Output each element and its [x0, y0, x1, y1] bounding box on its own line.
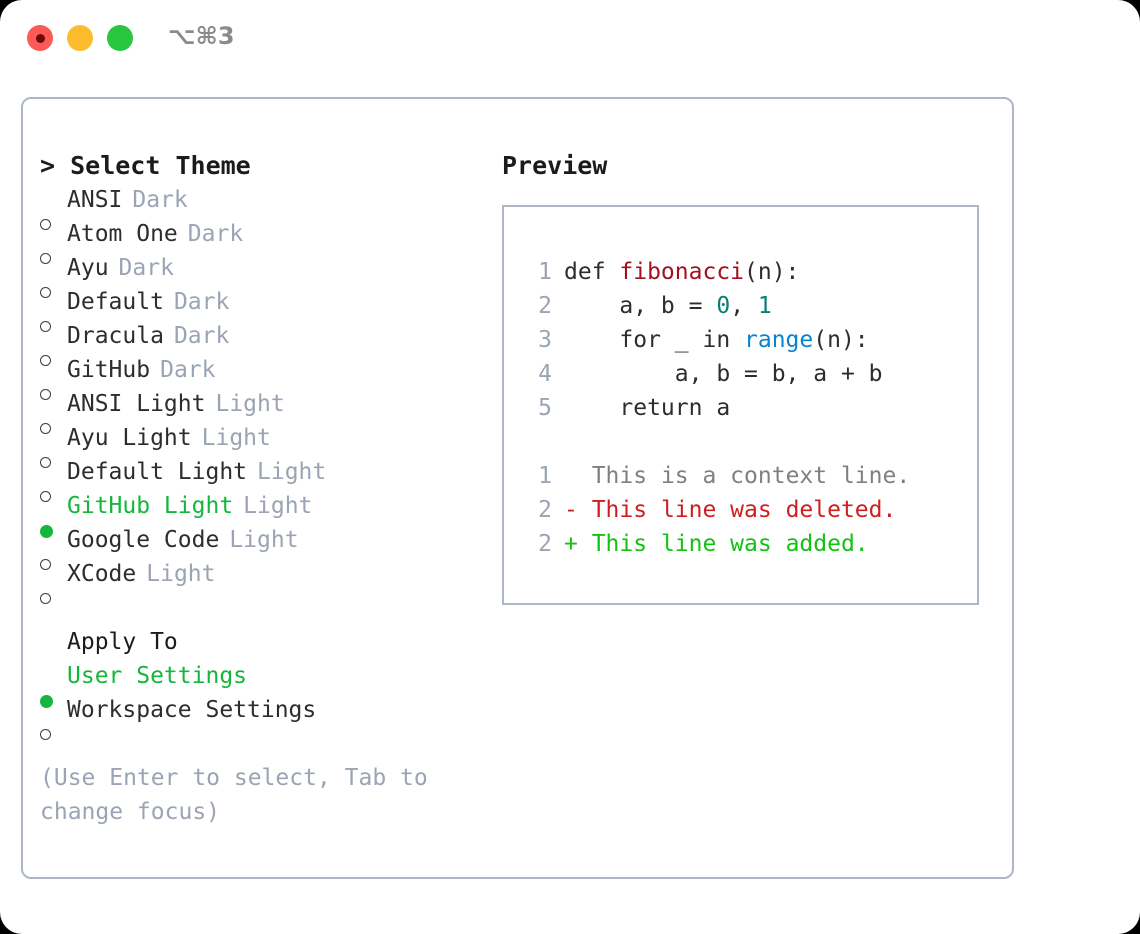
- close-window-button[interactable]: [27, 25, 53, 51]
- code-line-text: def fibonacci(n):: [564, 255, 799, 289]
- theme-name: XCode: [67, 561, 137, 587]
- code-token-plain: return a: [564, 395, 731, 421]
- traffic-lights: [27, 25, 133, 51]
- code-token-call: range: [744, 327, 814, 353]
- code-token-plain: (n):: [744, 259, 800, 285]
- theme-name: Ayu: [67, 255, 109, 281]
- theme-variant-badge: Dark: [160, 357, 216, 383]
- apply-to-heading: Apply To: [67, 629, 178, 655]
- code-token-plain: a, b = b, a + b: [564, 361, 883, 387]
- theme-list-item[interactable]: Dracula Dark: [40, 319, 480, 366]
- code-line: 1 def fibonacci(n):: [522, 255, 977, 289]
- theme-list-item[interactable]: Ayu Dark: [40, 251, 480, 298]
- theme-variant-badge: Dark: [187, 221, 244, 247]
- theme-list-item[interactable]: ANSI Light Light: [40, 387, 480, 434]
- theme-variant-badge: Dark: [118, 255, 174, 281]
- diff-line-context: 1 This is a context line.: [522, 459, 977, 493]
- theme-list-item[interactable]: Ayu Light Light: [40, 421, 480, 468]
- diff-sample: 1 This is a context line.2- This line wa…: [522, 459, 977, 561]
- line-number: 1: [538, 259, 552, 285]
- apply-to-label: User Settings: [67, 663, 248, 689]
- code-line-text: a, b = 0, 1: [564, 289, 772, 323]
- list-spacer: [40, 591, 480, 625]
- theme-list-item[interactable]: Default Light Light: [40, 455, 480, 502]
- code-line: 4 a, b = b, a + b: [522, 357, 977, 391]
- theme-list-item[interactable]: GitHub Dark: [40, 353, 480, 400]
- diff-marker: [564, 459, 592, 493]
- theme-name: Atom One: [67, 221, 178, 247]
- apply-to-option[interactable]: User Settings: [40, 659, 480, 708]
- theme-name: GitHub: [67, 357, 151, 383]
- code-token-number: 1: [757, 293, 772, 319]
- diff-line-text: This line was deleted.: [591, 497, 897, 523]
- code-line: 2 a, b = 0, 1: [522, 289, 977, 323]
- line-number: 3: [538, 327, 552, 353]
- line-number: 4: [538, 361, 552, 387]
- zoom-window-button[interactable]: [107, 25, 133, 51]
- diff-marker: -: [564, 497, 592, 523]
- code-token-plain: for _ in: [564, 327, 745, 353]
- theme-name: GitHub Light: [67, 493, 234, 519]
- code-line: 3 for _ in range(n):: [522, 323, 977, 357]
- code-token-plain: (n):: [813, 327, 869, 353]
- theme-list-item[interactable]: GitHub Light Light: [40, 489, 480, 538]
- theme-name: Default: [67, 289, 164, 315]
- select-theme-heading: > Select Theme: [40, 151, 251, 180]
- code-line-text: for _ in range(n):: [564, 323, 869, 357]
- title-bar: ⌥⌘3: [0, 0, 1140, 78]
- theme-variant-badge: Light: [257, 459, 327, 485]
- diff-line-text: This is a context line.: [591, 463, 911, 489]
- preview-heading: Preview: [502, 151, 608, 180]
- diff-line-added: 2 + This line was added.: [522, 527, 977, 561]
- apply-to-option[interactable]: Workspace Settings: [40, 693, 480, 740]
- theme-variant-badge: Dark: [132, 187, 188, 213]
- apply-to-label: Workspace Settings: [67, 697, 317, 723]
- theme-list-item[interactable]: Default Dark: [40, 285, 480, 332]
- diff-line-deleted: 2- This line was deleted.: [522, 493, 977, 527]
- theme-list-item[interactable]: XCode Light: [40, 557, 480, 604]
- line-number: 2: [538, 497, 552, 523]
- line-number: 5: [538, 395, 552, 421]
- code-token-keyword: def: [564, 259, 620, 285]
- theme-name: ANSI: [67, 187, 123, 213]
- theme-variant-badge: Light: [243, 493, 313, 519]
- theme-variant-badge: Dark: [173, 289, 230, 315]
- theme-name: ANSI Light: [67, 391, 206, 417]
- theme-variant-badge: Light: [201, 425, 271, 451]
- theme-list-item[interactable]: Atom One Dark: [40, 217, 480, 264]
- code-diff-gap: [522, 425, 977, 459]
- theme-name: Dracula: [67, 323, 164, 349]
- line-number: 2: [538, 293, 552, 319]
- diff-marker: +: [564, 531, 592, 557]
- theme-name: Default Light: [67, 459, 248, 485]
- theme-variant-badge: Light: [229, 527, 299, 553]
- theme-list-item[interactable]: Google Code Light: [40, 523, 480, 570]
- diff-line-text: This line was added.: [591, 531, 869, 557]
- code-token-plain: a, b =: [564, 293, 717, 319]
- theme-name: Google Code: [67, 527, 220, 553]
- code-line: 5 return a: [522, 391, 977, 425]
- line-number: 1: [538, 463, 552, 489]
- theme-variant-badge: Light: [146, 561, 216, 587]
- code-token-number: 0: [716, 293, 731, 319]
- theme-variant-badge: Light: [215, 391, 285, 417]
- keyboard-shortcut-label: ⌥⌘3: [168, 22, 235, 50]
- code-line-text: return a: [564, 391, 730, 425]
- keyboard-hint-text: (Use Enter to select, Tab to change focu…: [40, 765, 428, 825]
- theme-variant-badge: Dark: [173, 323, 230, 349]
- line-number: 2: [538, 531, 552, 557]
- minimize-window-button[interactable]: [67, 25, 93, 51]
- code-line-text: a, b = b, a + b: [564, 357, 883, 391]
- code-token-plain: ,: [730, 293, 758, 319]
- code-token-function: fibonacci: [619, 259, 745, 285]
- theme-list-item[interactable]: ANSI Dark: [40, 183, 480, 230]
- theme-name: Ayu Light: [67, 425, 192, 451]
